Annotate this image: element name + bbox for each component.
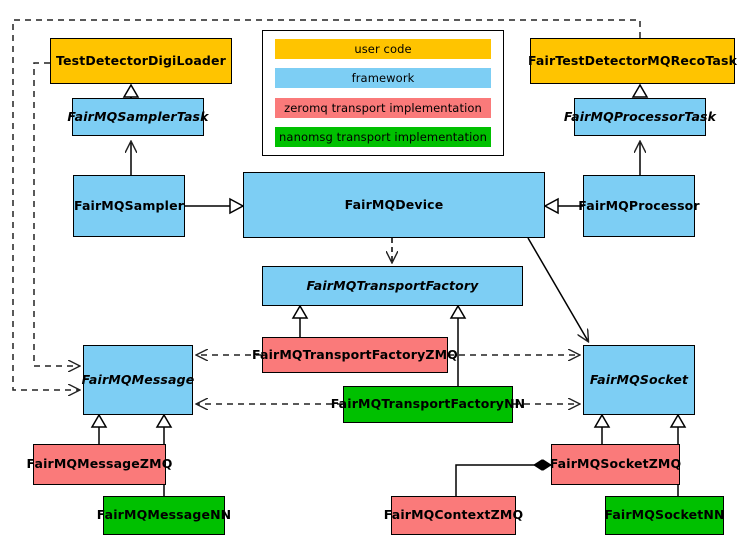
class-node-fairmqsocket[interactable]: FairMQSocket <box>583 345 695 415</box>
class-label: FairTestDetectorMQRecoTask <box>527 52 738 68</box>
class-node-fairmqcontextzmq[interactable]: FairMQContextZMQ <box>384 496 523 535</box>
class-node-fairmqtransportfactoryzmq[interactable]: FairMQTransportFactoryZMQ <box>252 337 458 373</box>
class-label: FairMQProcessor <box>578 197 700 213</box>
edge-sampler-to-device <box>185 197 245 215</box>
edge-device-to-socket <box>527 237 588 341</box>
class-node-fairmqtransportfactory[interactable]: FairMQTransportFactory <box>262 266 523 306</box>
class-label: FairMQMessageNN <box>96 507 232 523</box>
class-node-fairmqsocketnn[interactable]: FairMQSocketNN <box>604 496 725 535</box>
class-label: FairMQContextZMQ <box>383 507 524 523</box>
class-node-fairmqprocessor[interactable]: FairMQProcessor <box>578 175 700 237</box>
edge-tfzmq-to-tf <box>291 304 309 337</box>
class-label: FairMQTransportFactoryNN <box>330 396 526 412</box>
edge-socketzmq-to-socket <box>593 413 611 444</box>
edge-contextzmq-to-socketzmq <box>455 465 551 496</box>
class-label: FairMQProcessorTask <box>563 108 717 124</box>
legend-panel: user code framework zeromq transport imp… <box>262 30 504 156</box>
legend-label-framework: framework <box>351 71 415 86</box>
class-node-fairmqprocessortask[interactable]: FairMQProcessorTask <box>564 98 716 136</box>
class-node-fairtestdetectormqrecotask[interactable]: FairTestDetectorMQRecoTask <box>527 38 738 84</box>
edge-tfnn-to-tf <box>449 304 467 386</box>
class-node-fairmqdevice[interactable]: FairMQDevice <box>243 172 545 238</box>
legend-label-user-code: user code <box>354 42 412 56</box>
class-label: FairMQMessage <box>81 371 195 387</box>
class-label: FairMQSocketZMQ <box>549 456 682 472</box>
class-label: FairMQSampler <box>73 197 185 213</box>
class-node-fairmqmessagenn[interactable]: FairMQMessageNN <box>97 496 231 535</box>
class-node-fairmqtransportfactorynn[interactable]: FairMQTransportFactoryNN <box>331 386 525 423</box>
class-label: FairMQSamplerTask <box>67 108 209 124</box>
class-label: FairMQTransportFactoryZMQ <box>252 346 458 362</box>
class-node-testdetectordigiloader[interactable]: TestDetectorDigiLoader <box>50 38 232 84</box>
legend-item-nanomsg: nanomsg transport implementation <box>275 126 491 147</box>
class-node-fairmqsamplertask[interactable]: FairMQSamplerTask <box>67 98 208 136</box>
class-label: FairMQSocketNN <box>604 507 725 523</box>
class-label: TestDetectorDigiLoader <box>56 52 226 68</box>
class-node-fairmqmessagezmq[interactable]: FairMQMessageZMQ <box>27 444 172 485</box>
class-label: FairMQSocket <box>589 371 689 387</box>
edge-messagezmq-to-message <box>90 413 108 444</box>
legend-label-zeromq: zeromq transport implementation <box>284 100 482 115</box>
legend-item-zeromq: zeromq transport implementation <box>275 97 491 118</box>
class-label: FairMQTransportFactory <box>306 277 479 293</box>
class-label: FairMQDevice <box>344 196 444 212</box>
legend-item-user-code: user code <box>275 39 491 59</box>
class-node-fairmqmessage[interactable]: FairMQMessage <box>81 345 195 415</box>
class-node-fairmqsampler[interactable]: FairMQSampler <box>73 175 185 237</box>
class-label: FairMQMessageZMQ <box>26 456 173 472</box>
legend-label-nanomsg: nanomsg transport implementation <box>279 129 487 144</box>
class-node-fairmqsocketzmq[interactable]: FairMQSocketZMQ <box>549 444 682 485</box>
legend-item-framework: framework <box>275 68 491 89</box>
